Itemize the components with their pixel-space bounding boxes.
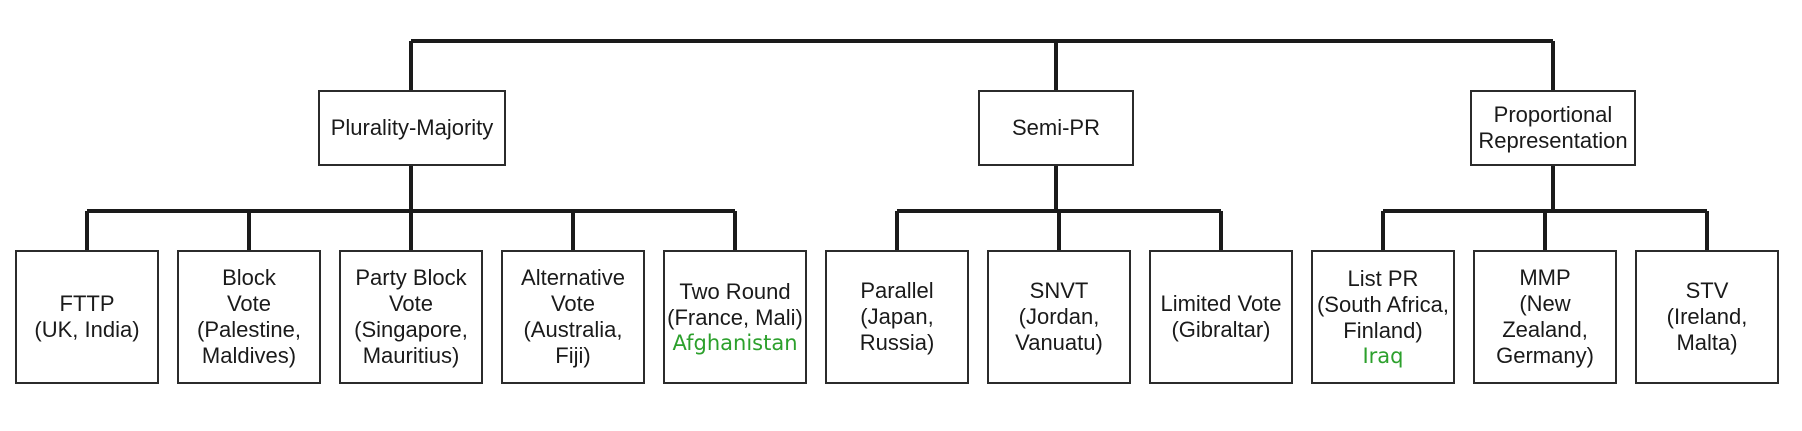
system-stv: STV (Ireland, Malta) bbox=[1635, 250, 1779, 384]
added-country-note: Iraq bbox=[1362, 343, 1404, 368]
system-label: (Singapore, bbox=[354, 317, 468, 342]
system-label: (Palestine, bbox=[197, 317, 301, 342]
system-label: Finland) bbox=[1343, 317, 1423, 343]
system-label: (France, Mali) bbox=[667, 304, 803, 330]
system-fttp: FTTP (UK, India) bbox=[15, 250, 159, 384]
added-country-note: Afghanistan bbox=[672, 330, 798, 355]
system-label: Vanuatu) bbox=[1015, 329, 1103, 355]
system-label: FTTP bbox=[59, 291, 115, 317]
system-label: Two Round bbox=[679, 278, 791, 304]
system-snvt: SNVT (Jordan, Vanuatu) bbox=[987, 250, 1131, 384]
system-label: Mauritius) bbox=[362, 342, 460, 368]
system-label: Limited Vote bbox=[1160, 291, 1282, 317]
group-label: Semi-PR bbox=[1011, 115, 1100, 141]
system-label: Party Block bbox=[355, 265, 467, 291]
system-label: Maldives) bbox=[201, 342, 297, 368]
system-label: (Australia, bbox=[523, 317, 623, 342]
system-label: (UK, India) bbox=[34, 317, 140, 342]
system-mmp: MMP (New Zealand, Germany) bbox=[1473, 250, 1617, 384]
group-plurality-majority: Plurality-Majority bbox=[318, 90, 506, 166]
system-label: Block bbox=[222, 265, 276, 291]
system-label: Russia) bbox=[859, 329, 935, 355]
system-party-block-vote: Party Block Vote (Singapore, Mauritius) bbox=[339, 250, 483, 384]
system-label: Alternative bbox=[521, 265, 625, 291]
system-label: (Ireland, bbox=[1666, 304, 1748, 330]
system-label: (South Africa, bbox=[1316, 291, 1450, 317]
group-label: Representation bbox=[1478, 128, 1628, 153]
system-label: List PR bbox=[1347, 265, 1419, 291]
system-parallel: Parallel (Japan, Russia) bbox=[825, 250, 969, 384]
group-label: Plurality-Majority bbox=[330, 115, 494, 141]
system-label: Parallel bbox=[860, 278, 934, 304]
system-label: Fiji) bbox=[555, 342, 591, 368]
system-list-pr: List PR (South Africa, Finland) Iraq bbox=[1311, 250, 1455, 384]
system-label: Malta) bbox=[1676, 329, 1738, 355]
group-proportional-representation: Proportional Representation bbox=[1470, 90, 1636, 166]
system-label: SNVT bbox=[1029, 278, 1089, 304]
system-label: (New Zealand, bbox=[1502, 291, 1588, 342]
system-label: (Japan, bbox=[860, 304, 934, 330]
system-label: Vote bbox=[550, 291, 596, 317]
system-alternative-vote: Alternative Vote (Australia, Fiji) bbox=[501, 250, 645, 384]
system-label: STV bbox=[1685, 278, 1729, 304]
system-label: MMP bbox=[1519, 265, 1571, 291]
system-label: (Jordan, bbox=[1018, 304, 1100, 330]
system-label: Vote bbox=[388, 291, 434, 317]
group-label: Proportional bbox=[1493, 102, 1613, 128]
system-label: Germany) bbox=[1496, 342, 1594, 368]
system-limited-vote: Limited Vote (Gibraltar) bbox=[1149, 250, 1293, 384]
system-block-vote: Block Vote (Palestine, Maldives) bbox=[177, 250, 321, 384]
system-two-round: Two Round (France, Mali) Afghanistan bbox=[663, 250, 807, 384]
system-label: Vote bbox=[226, 291, 272, 317]
group-semi-pr: Semi-PR bbox=[978, 90, 1134, 166]
system-label: (Gibraltar) bbox=[1171, 317, 1271, 342]
